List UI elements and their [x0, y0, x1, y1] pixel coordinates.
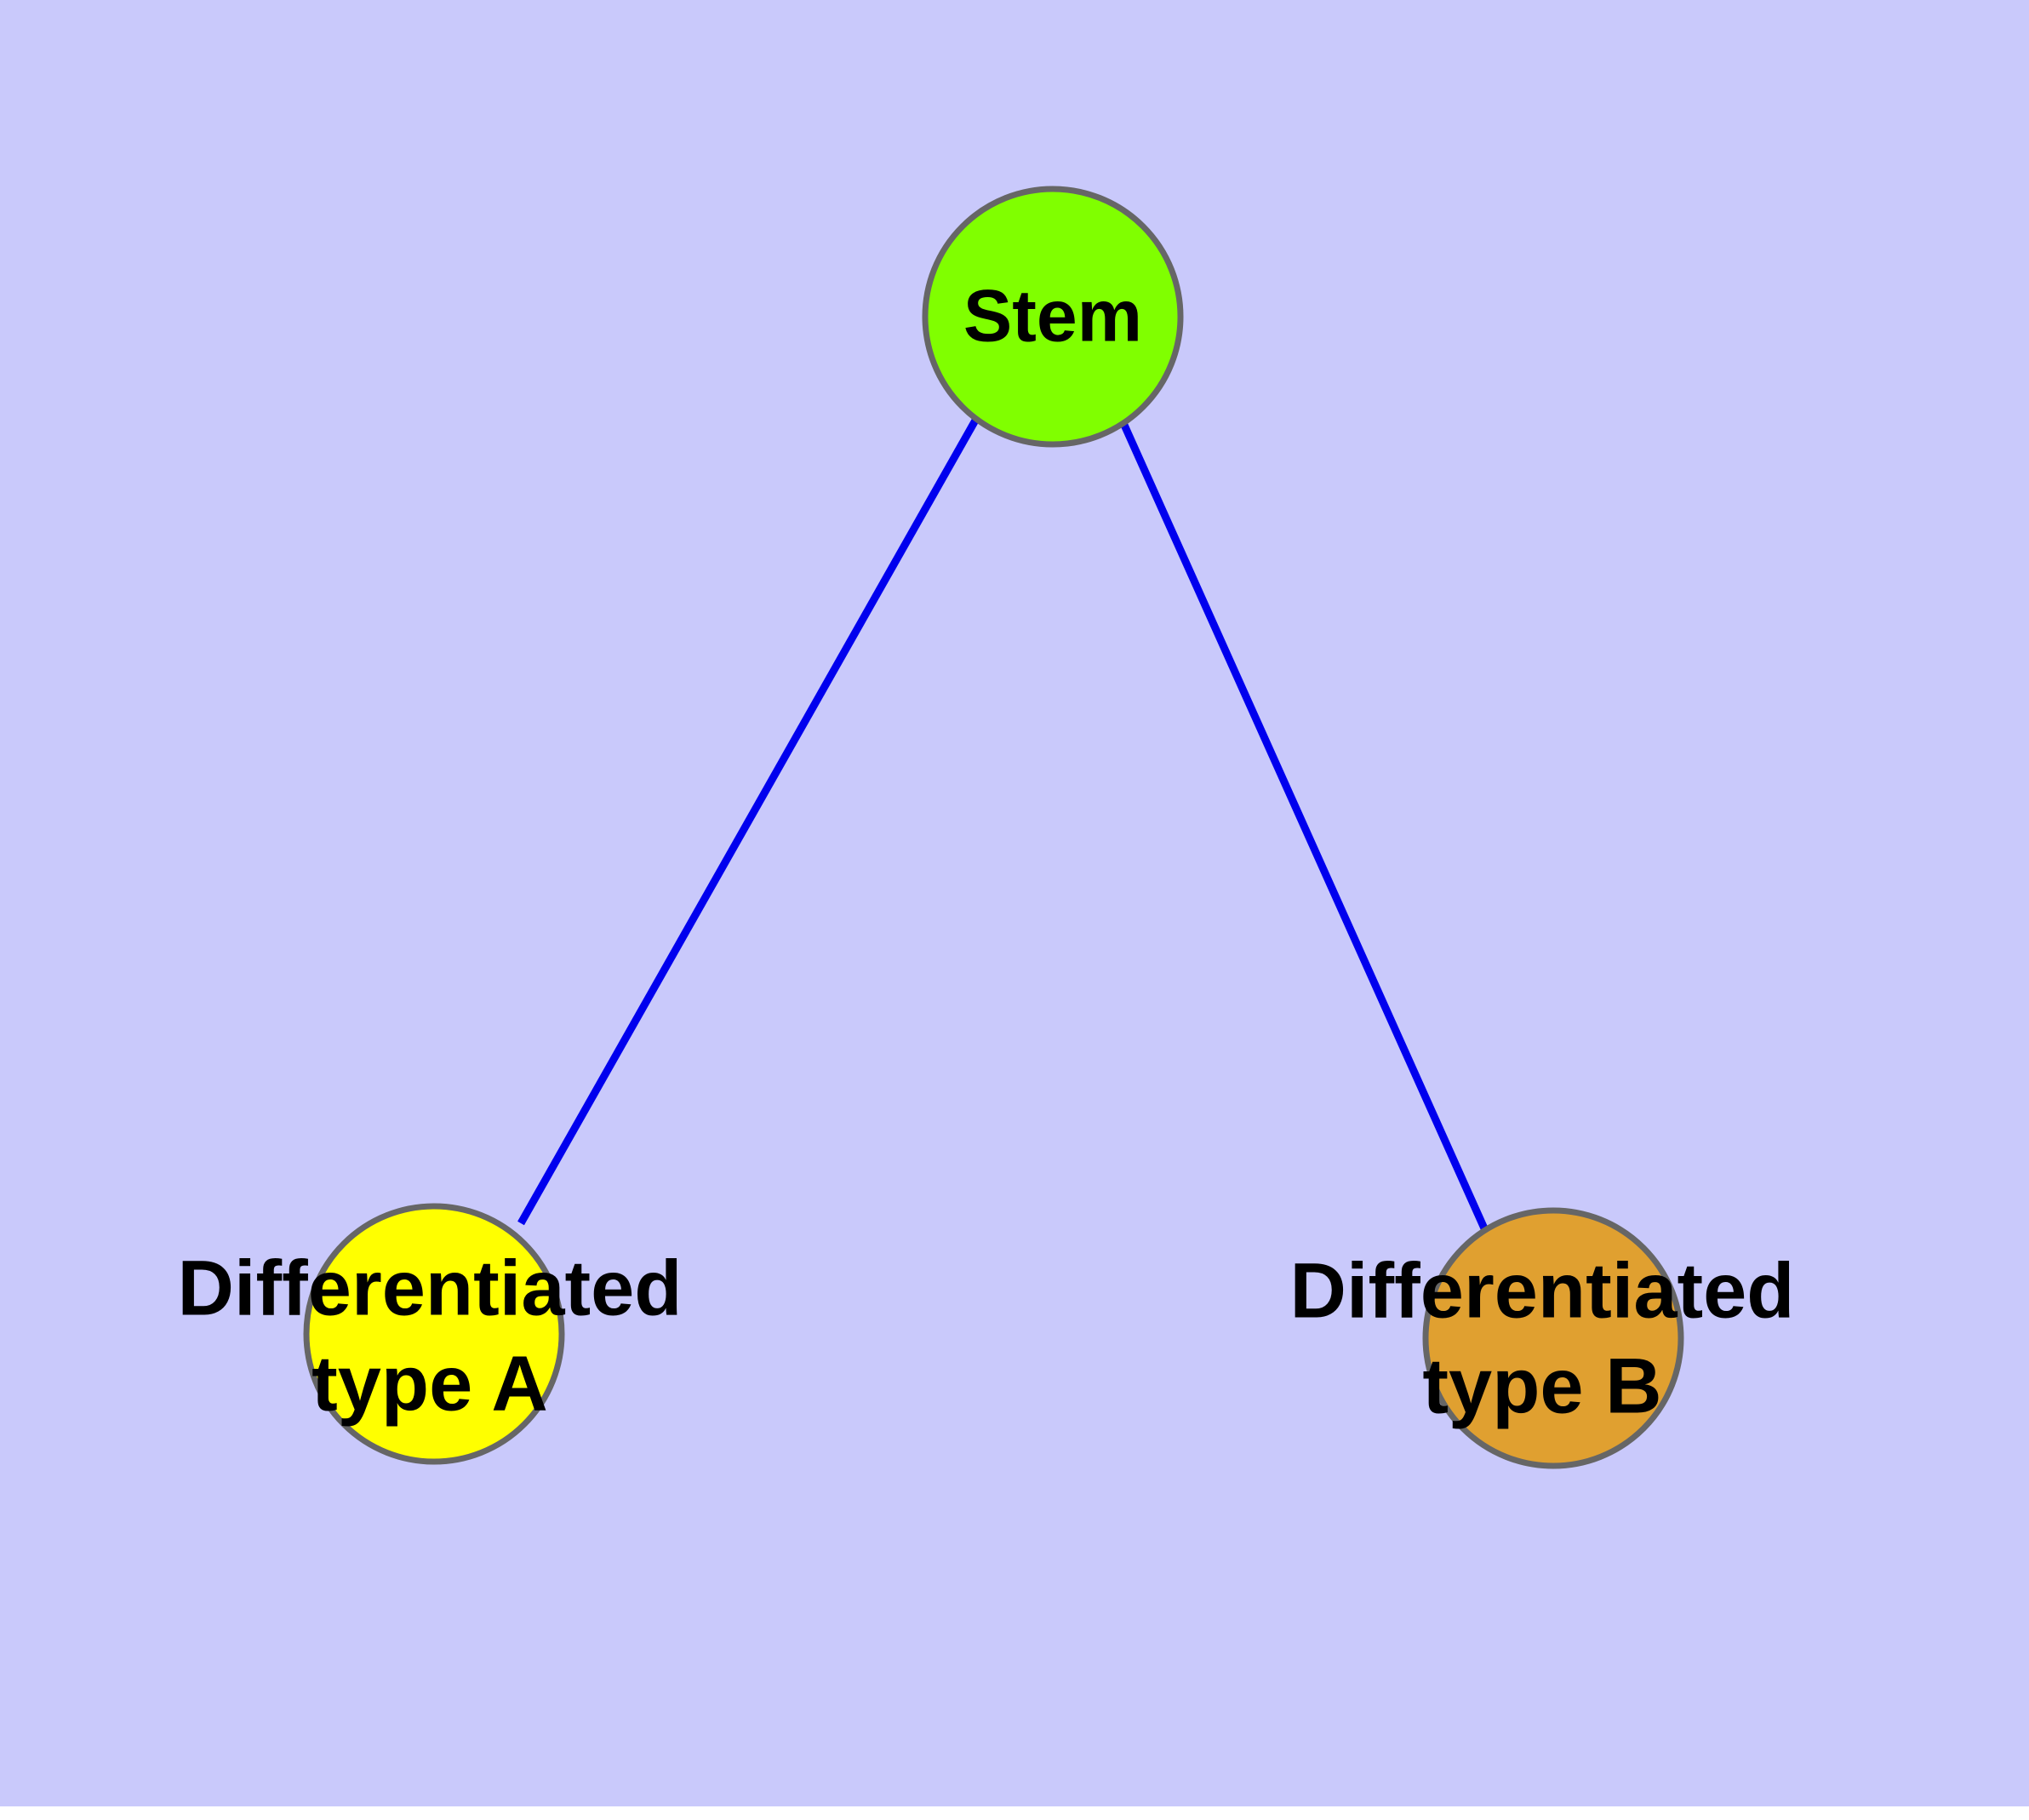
edge-layer: [517, 416, 1489, 1230]
edge-stem-to-diff-b[interactable]: [1119, 421, 1489, 1230]
bottom-white-margin: [0, 1806, 2029, 1820]
node-differentiated-type-a-label-line2: type A: [311, 1340, 548, 1427]
label-layer: Stem Differentiated type A Differentiate…: [178, 276, 1795, 1430]
node-differentiated-type-a-circle[interactable]: [303, 1203, 565, 1465]
node-differentiated-type-b-label-line1: Differentiated: [1290, 1247, 1795, 1334]
node-stem-circle[interactable]: [922, 186, 1184, 448]
node-layer: [303, 186, 1684, 1469]
edge-stem-to-diff-a[interactable]: [517, 416, 980, 1226]
node-differentiated-type-a-label-line1: Differentiated: [178, 1245, 683, 1331]
node-stem-label: Stem: [963, 276, 1142, 358]
node-differentiated-type-b-label-line2: type B: [1422, 1342, 1661, 1429]
node-differentiated-type-b-circle[interactable]: [1422, 1207, 1684, 1469]
